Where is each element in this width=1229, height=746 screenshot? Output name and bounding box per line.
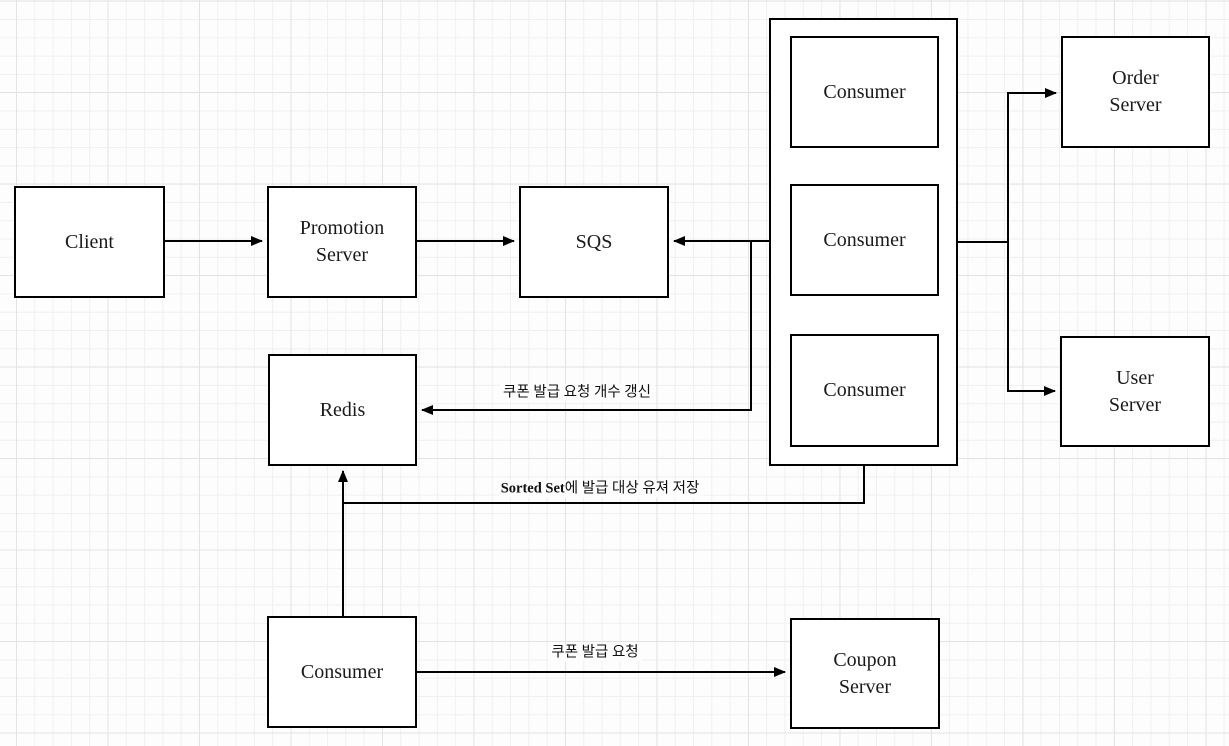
edge-consumer-group-to-redis xyxy=(421,241,752,415)
node-consumer-3: Consumer xyxy=(790,334,939,447)
edge-label-sorted-set-save: Sorted Set에 발급 대상 유져 저장 xyxy=(497,480,703,498)
node-order-server: Order Server xyxy=(1061,36,1210,148)
node-consumer-worker: Consumer xyxy=(267,616,417,728)
edge-consumer-group-to-order-server xyxy=(957,88,1057,243)
node-client: Client xyxy=(14,186,165,298)
node-consumer-2: Consumer xyxy=(790,184,939,296)
node-coupon-server: Coupon Server xyxy=(790,618,940,729)
edge-consumer-group-to-user-server xyxy=(1007,242,1056,396)
edge-label-sorted-set-rest: 에 발급 대상 유져 저장 xyxy=(564,480,700,497)
edge-label-sorted-set-bold: Sorted Set xyxy=(500,480,565,497)
edge-label-coupon-request: 쿠폰 발급 요청 xyxy=(548,644,642,662)
node-consumer-1: Consumer xyxy=(790,36,939,148)
edge-label-update-request-count: 쿠폰 발급 요청 개수 갱신 xyxy=(500,384,654,402)
node-promotion-server: Promotion Server xyxy=(267,186,417,298)
node-redis: Redis xyxy=(268,354,417,466)
node-user-server: User Server xyxy=(1060,336,1210,447)
edge-consumer-group-to-sorted-set xyxy=(343,466,865,504)
node-sqs: SQS xyxy=(519,186,669,298)
